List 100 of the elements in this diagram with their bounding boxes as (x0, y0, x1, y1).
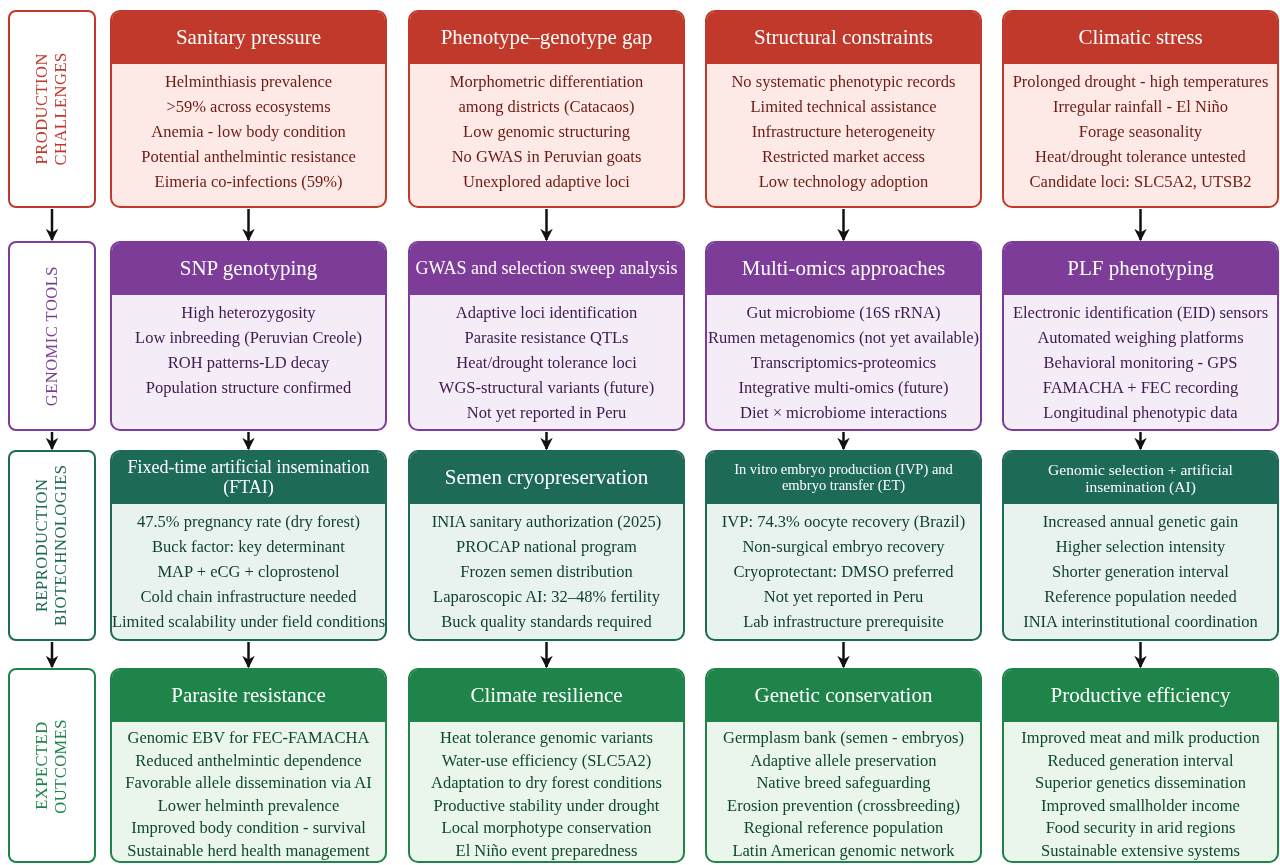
arrow (242, 209, 255, 242)
list-item: Infrastructure heterogeneity (751, 121, 936, 143)
row-label: EXPECTED OUTCOMES (33, 717, 71, 815)
card-header: PLF phenotyping (1004, 243, 1277, 295)
list-item: Helminthiasis prevalence (164, 71, 333, 93)
list-item: Not yet reported in Peru (763, 586, 924, 608)
list-item: High heterozygosity (181, 302, 316, 324)
arrow (45, 432, 59, 451)
list-item: Low inbreeding (Peruvian Creole) (135, 327, 362, 349)
card-panel (110, 241, 387, 431)
list-item: Water-use efficiency (SLC5A2) (441, 749, 652, 772)
list-item: Anemia - low body condition (151, 121, 346, 143)
list-item: Improved smallholder income (1041, 794, 1240, 817)
card-panel (1002, 241, 1279, 431)
list-item: Erosion prevention (crossbreeding) (727, 794, 960, 817)
card-header: Climatic stress (1004, 12, 1277, 64)
card-panel (705, 10, 982, 208)
card-panel (705, 241, 982, 431)
list-item: Limited technical assistance (750, 96, 937, 118)
list-item: 47.5% pregnancy rate (dry forest) (136, 511, 361, 533)
list-item: Rumen metagenomics (not yet available) (707, 327, 980, 349)
list-item: Genomic EBV for FEC-FAMACHA (127, 727, 370, 749)
list-item: El Niño event preparedness (455, 839, 638, 861)
list-item: Heat/drought tolerance untested (1035, 146, 1246, 168)
card-header: SNP genotyping (112, 243, 385, 295)
list-item: Unexplored adaptive loci (463, 171, 630, 193)
arrow (540, 432, 553, 451)
list-item: Cold chain infrastructure needed (140, 586, 357, 608)
card-header: Phenotype–genotype gap (410, 12, 683, 64)
card-header: Structural constraints (707, 12, 980, 64)
list-item: Lab infrastructure prerequisite (743, 611, 944, 633)
list-item: Heat/drought tolerance loci (456, 352, 637, 374)
list-item: Forage seasonality (1078, 121, 1203, 143)
card-panel (110, 450, 387, 641)
list-item: Latin American genomic network (732, 839, 955, 861)
list-item: Behavioral monitoring - GPS (1043, 352, 1238, 374)
arrow (1134, 432, 1147, 451)
card-panel (110, 668, 387, 863)
arrow (45, 642, 59, 669)
list-item: Laparoscopic AI: 32–48% fertility (433, 586, 660, 608)
list-item: Low genomic structuring (463, 121, 630, 143)
list-item: Restricted market access (761, 146, 926, 168)
list-item: INIA sanitary authorization (2025) (431, 511, 662, 533)
card-panel (1002, 10, 1279, 208)
card-header: Semen cryopreservation (410, 452, 683, 504)
list-item: Not yet reported in Peru (466, 402, 627, 424)
list-item: Reduced generation interval (1047, 749, 1234, 772)
card-panel (1002, 450, 1279, 641)
row-label: PRODUCTION CHALLENGES (33, 51, 71, 168)
list-item: Adaptation to dry forest conditions (431, 772, 662, 794)
list-item: Integrative multi-omics (future) (738, 377, 949, 399)
card-panel (408, 10, 685, 208)
list-item: Low technology adoption (758, 171, 929, 193)
list-item: Limited scalability under field conditions (112, 611, 385, 633)
list-item: IVP: 74.3% oocyte recovery (Brazil) (721, 511, 966, 533)
arrow (1134, 209, 1147, 242)
list-item: Improved body condition - survival (131, 817, 366, 839)
card-header: Sanitary pressure (112, 12, 385, 64)
card-panel (705, 668, 982, 863)
card-panel (110, 10, 387, 208)
card-header: Fixed-time artificial insemination (FTAI) (112, 452, 385, 504)
list-item: Transcriptomics-proteomics (750, 352, 937, 374)
list-item: Diet × microbiome interactions (740, 402, 947, 424)
list-item: Electronic identification (EID) sensors (1012, 302, 1269, 324)
arrow (837, 642, 850, 669)
list-item: Non-surgical embryo recovery (742, 536, 945, 558)
list-item: FAMACHA + FEC recording (1042, 377, 1239, 399)
list-item: Cryoprotectant: DMSO preferred (733, 561, 954, 583)
list-item: Potential anthelmintic resistance (141, 146, 356, 168)
card-header: Productive efficiency (1004, 670, 1277, 722)
list-item: Improved meat and milk production (1021, 727, 1260, 749)
list-item: Productive stability under drought (433, 794, 660, 817)
card-header: In vitro embryo production (IVP) and embryo transfer (ET) (707, 452, 980, 504)
list-item: Gut microbiome (16S rRNA) (746, 302, 941, 324)
list-item: ROH patterns-LD decay (167, 352, 330, 374)
list-item: Germplasm bank (semen - embryos) (723, 727, 964, 749)
row-label: GENOMIC TOOLS (42, 265, 62, 407)
card-header: Genomic selection + artificial insemination (AI) (1004, 452, 1277, 504)
arrow (1134, 642, 1147, 669)
arrow (837, 209, 850, 242)
list-item: >59% across ecosystems (166, 96, 331, 118)
list-item: Native breed safeguarding (756, 772, 931, 794)
list-item: Shorter generation interval (1052, 561, 1229, 583)
arrow (242, 642, 255, 669)
list-item: Adaptive loci identification (455, 302, 638, 324)
list-item: No systematic phenotypic records (731, 71, 956, 93)
list-item: Lower helminth prevalence (157, 794, 340, 817)
list-item: PROCAP national program (456, 536, 637, 558)
list-item: WGS-structural variants (future) (438, 377, 655, 399)
arrow (242, 432, 255, 451)
card-header: Multi-omics approaches (707, 243, 980, 295)
arrow (540, 209, 553, 242)
list-item: No GWAS in Peruvian goats (451, 146, 642, 168)
list-item: Reference population needed (1044, 586, 1237, 608)
card-panel (408, 668, 685, 863)
card-panel (705, 450, 982, 641)
arrow (837, 432, 850, 451)
list-item: Eimeria co-infections (59%) (154, 171, 343, 193)
card-panel (408, 241, 685, 431)
list-item: Irregular rainfall - El Niño (1053, 96, 1228, 118)
